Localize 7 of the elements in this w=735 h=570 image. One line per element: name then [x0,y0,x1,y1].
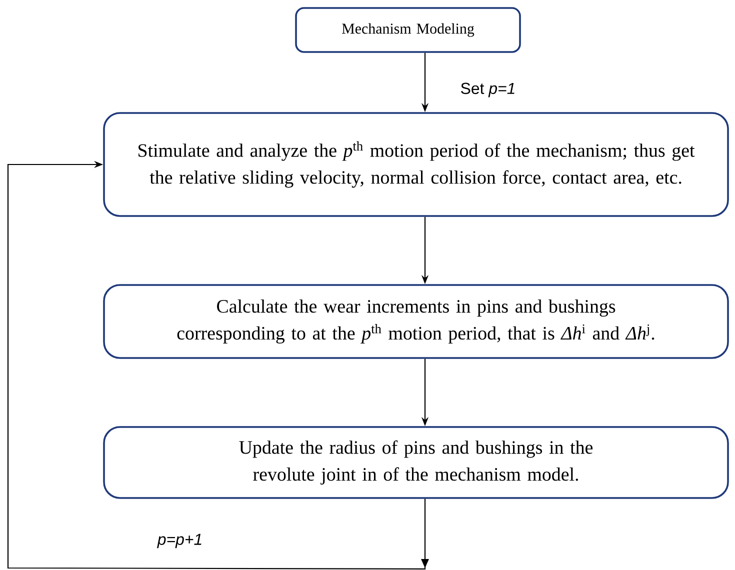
process-box: Stimulate and analyze the p$^{th}$ motion period of the mechanism; thus get the relative sliding velocity, normal collision force, contact area, etc. [103,112,729,217]
edge-label: Set p=1 [458,80,518,100]
process-box: Update the radius of pins and bushings in the revolute joint in of the mechanism model. [103,426,729,499]
start-box: Mechanism Modeling [295,7,521,53]
edge-label: p=p+1 [155,532,205,550]
process-box: Calculate the wear increments in pins and bushings corresponding to at the p$^{th}$ motion period, that is Δh$^{i}$ and Δh$^{j}$. [103,284,729,359]
loop-arrow [7,160,429,570]
